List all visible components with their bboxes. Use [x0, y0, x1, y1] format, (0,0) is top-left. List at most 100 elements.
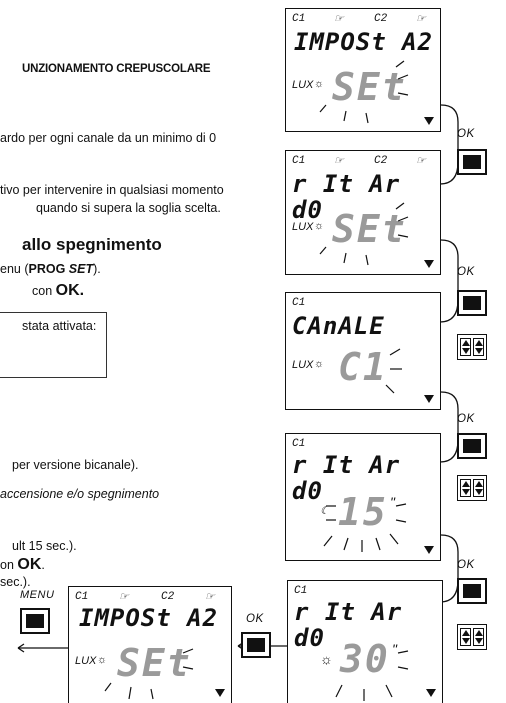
down-arrow-icon: [462, 638, 470, 644]
channel-c1-indicator: C1: [75, 591, 89, 603]
ok-button[interactable]: [457, 433, 487, 459]
menu-button[interactable]: [20, 608, 50, 634]
ok-label: OK: [457, 266, 475, 278]
menu-text: enu (: [0, 262, 29, 276]
ok-pre-text: con: [32, 284, 56, 298]
lux-label: LUX: [75, 655, 97, 667]
down-triangle-icon: [424, 546, 434, 554]
segment-text-big: C1: [338, 345, 388, 389]
sun-icon: ☼: [314, 78, 325, 90]
moon-icon: ☾: [320, 505, 330, 517]
hand-icon: ☞: [334, 156, 344, 168]
channel-c1-indicator: C1: [294, 585, 308, 597]
section-heading: UNZIONAMENTO CREPUSCOLARE: [22, 63, 211, 75]
hand-icon: ☞: [416, 156, 426, 168]
segment-text-big: SEt: [117, 641, 192, 685]
up-arrow-icon: [475, 630, 483, 636]
segment-text-top: r It Ar d0: [294, 598, 403, 652]
down-triangle-icon: [215, 689, 225, 697]
hand-icon: ☞: [416, 14, 426, 26]
segment-text-big: 15: [338, 490, 388, 534]
segment-text-top: IMPOSt A2: [79, 604, 219, 632]
blink-rays: [335, 650, 409, 701]
lcd-panel-ritardo-set: C1 ☞ C2 ☞ r It Ar d0 LUX ☼ SEt: [285, 150, 441, 275]
channel-c1-indicator: C1: [292, 438, 306, 450]
note-text: stata attivata:: [22, 319, 97, 333]
channel-c2-indicator: C2: [161, 591, 175, 603]
channel-c2-indicator: C2: [374, 155, 388, 167]
down-arrow-icon: [475, 638, 483, 644]
ok-instruction: con OK.: [32, 282, 85, 299]
up-down-arrow-button[interactable]: [457, 475, 487, 501]
ok-button[interactable]: [457, 290, 487, 316]
up-arrow-icon: [462, 340, 470, 346]
down-triangle-icon: [424, 260, 434, 268]
ok-button[interactable]: [457, 578, 487, 604]
note-box: [0, 312, 107, 378]
menu-instruction: enu (PROG SET).: [0, 262, 101, 276]
sun-icon: ☼: [314, 358, 325, 370]
hand-icon: ☞: [119, 592, 129, 604]
lux-label: LUX: [292, 221, 314, 233]
ok-button[interactable]: [457, 149, 487, 175]
on-text: on: [0, 558, 18, 572]
channel-c1-indicator: C1: [292, 155, 306, 167]
hand-icon: ☞: [334, 14, 344, 26]
segment-text-top: IMPOSt A2: [294, 28, 434, 56]
down-triangle-icon: [426, 689, 436, 697]
segment-text-big: SEt: [332, 207, 407, 251]
ok-bold-text: OK: [17, 556, 42, 573]
down-arrow-icon: [475, 489, 483, 495]
up-down-arrow-button[interactable]: [457, 624, 487, 650]
sun-icon: ☼: [320, 651, 333, 667]
segment-text-top: r It Ar d0: [292, 451, 401, 505]
blink-rays: [104, 648, 194, 700]
channel-c2-indicator: C2: [374, 13, 388, 25]
segment-text-top: r It Ar d0: [292, 170, 401, 224]
seconds-mark: ": [390, 494, 395, 510]
sun-icon: ☼: [97, 654, 108, 666]
blink-rays: [319, 60, 409, 124]
down-arrow-icon: [462, 348, 470, 354]
lcd-panel-imposta: C1 ☞ C2 ☞ IMPOSt A2 LUX ☼ SEt: [285, 8, 441, 132]
paragraph-line: per versione bicanale).: [12, 458, 139, 472]
lcd-panel-ritardo-15: C1 r It Ar d0 ☾ 15 ": [285, 433, 441, 561]
ok-instruction: on OK.: [0, 556, 45, 573]
period-text: .: [41, 558, 45, 572]
up-arrow-icon: [475, 340, 483, 346]
lux-label: LUX: [292, 79, 314, 91]
lcd-panel-imposta-return: C1 ☞ C2 ☞ IMPOSt A2 LUX ☼ SEt: [68, 586, 232, 703]
paragraph-line: sec.).: [0, 575, 31, 589]
up-arrow-icon: [475, 481, 483, 487]
ok-label: OK: [457, 413, 475, 425]
ok-label: OK: [246, 613, 264, 625]
paragraph-line: accensione e/o spegnimento: [0, 487, 160, 501]
subheading: allo spegnimento: [22, 235, 162, 254]
blink-rays: [319, 202, 409, 266]
up-arrow-icon: [462, 481, 470, 487]
menu-label: MENU: [20, 589, 55, 601]
ok-label: OK: [457, 559, 475, 571]
down-triangle-icon: [424, 117, 434, 125]
prog-text: PROG: [28, 262, 69, 276]
segment-text-big: SEt: [332, 65, 407, 109]
segment-text-big: 30: [340, 637, 390, 681]
segment-text-top: CAnALE: [292, 312, 385, 340]
paragraph-line: ult 15 sec.).: [12, 539, 77, 553]
down-arrow-icon: [462, 489, 470, 495]
down-triangle-icon: [424, 395, 434, 403]
ok-bold-text: OK.: [55, 282, 85, 299]
sun-icon: ☼: [314, 220, 325, 232]
ok-label: OK: [457, 128, 475, 140]
paragraph-line: quando si supera la soglia scelta.: [36, 201, 221, 215]
down-arrow-icon: [475, 348, 483, 354]
up-arrow-icon: [462, 630, 470, 636]
lcd-panel-ritardo-30: C1 r It Ar d0 ☼ 30 ": [287, 580, 443, 703]
ok-button[interactable]: [241, 632, 271, 658]
channel-c1-indicator: C1: [292, 13, 306, 25]
blink-rays: [323, 503, 407, 552]
seconds-mark: ": [392, 641, 397, 657]
set-text: SET: [68, 262, 94, 276]
paragraph-line: tivo per intervenire in qualsiasi moment…: [0, 183, 224, 197]
up-down-arrow-button[interactable]: [457, 334, 487, 360]
